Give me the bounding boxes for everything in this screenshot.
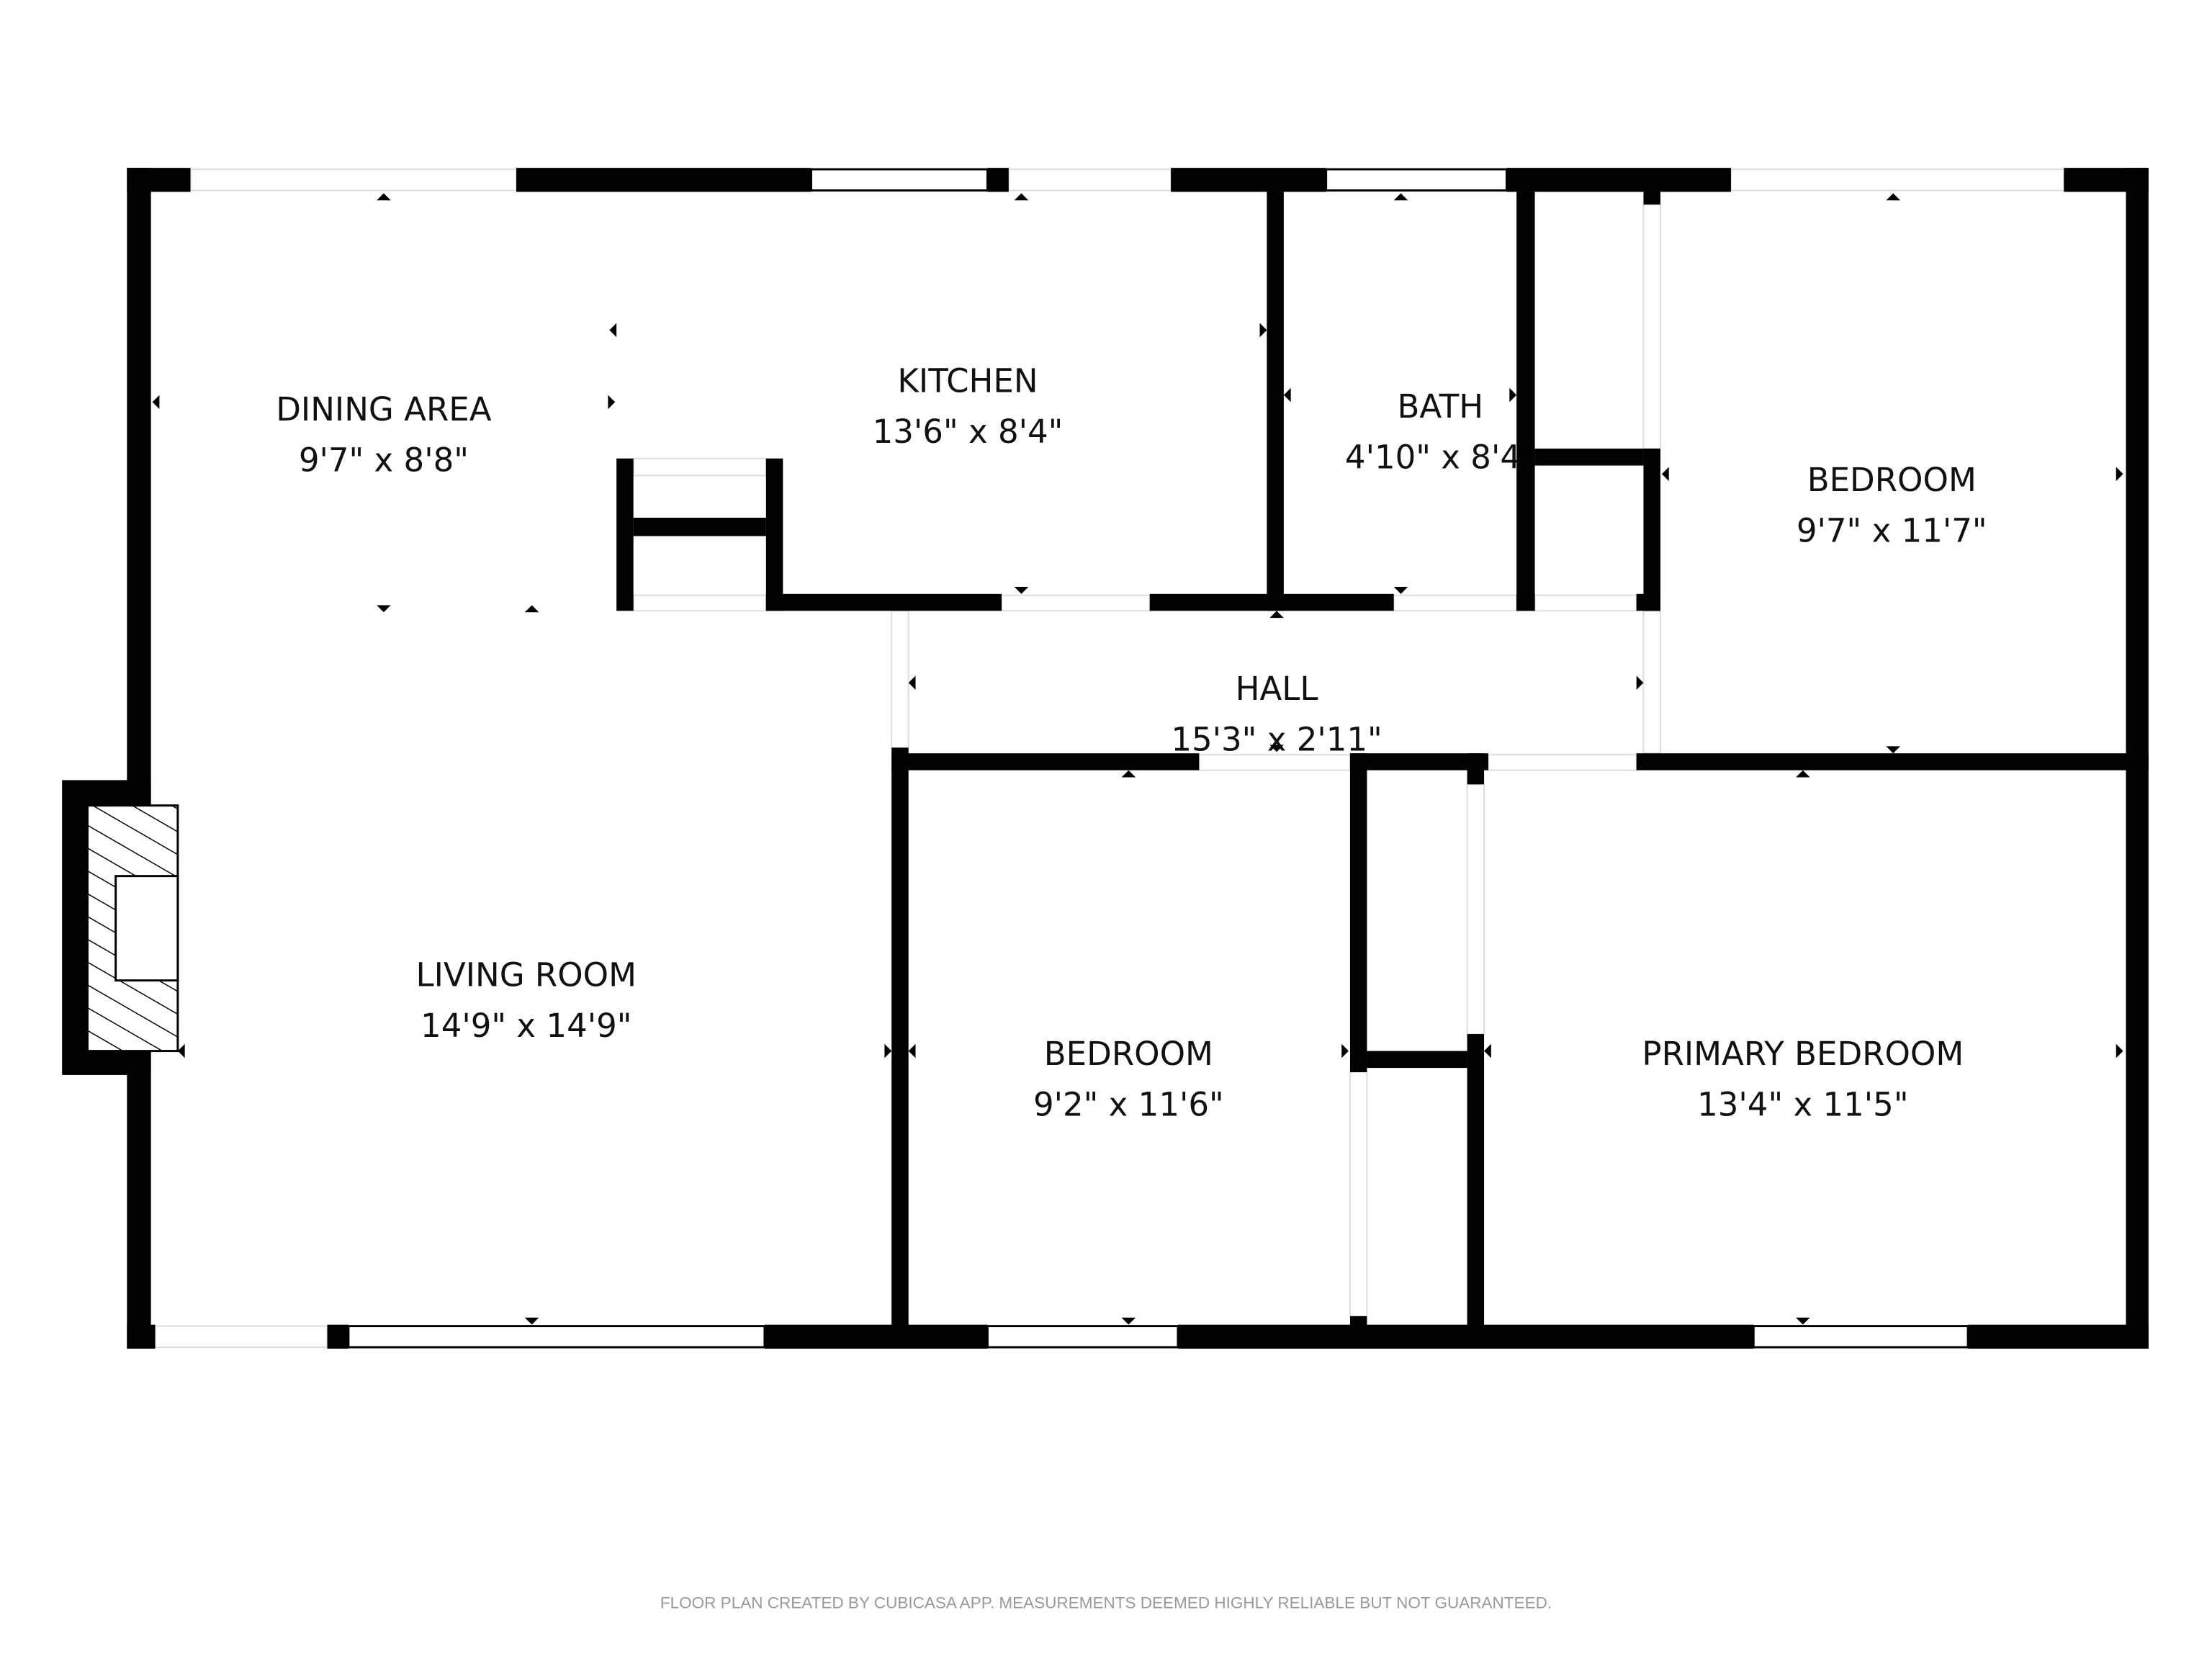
room-name-dining-area: DINING AREA [276, 390, 491, 428]
room-name-bath: BATH [1398, 387, 1484, 426]
room-name-primary-bedroom: PRIMARY BEDROOM [1642, 1035, 1964, 1073]
disclaimer-footer: FLOOR PLAN CREATED BY CUBICASA APP. MEAS… [660, 1593, 1552, 1611]
windows [347, 168, 1969, 1349]
walls [127, 168, 2149, 1349]
room-name-bedroom-1: BEDROOM [1807, 461, 1977, 499]
room-size-bath: 4'10" x 8'4" [1345, 438, 1536, 476]
fireplace [62, 780, 179, 1075]
room-name-living-room: LIVING ROOM [416, 956, 637, 994]
room-size-kitchen: 13'6" x 8'4" [873, 413, 1064, 451]
room-name-kitchen: KITCHEN [897, 362, 1038, 400]
window [986, 1325, 1179, 1349]
room-size-bedroom-1: 9'7" x 11'7" [1797, 511, 1987, 549]
window [347, 1325, 766, 1349]
room-name-bedroom-2: BEDROOM [1044, 1035, 1213, 1073]
room-size-bedroom-2: 9'2" x 11'6" [1033, 1086, 1224, 1124]
window [1325, 168, 1508, 192]
room-size-dining-area: 9'7" x 8'8" [299, 441, 469, 479]
room-labels: DINING AREA 9'7" x 8'8" KITCHEN 13'6" x … [276, 362, 1987, 1124]
room-size-hall: 15'3" x 2'11" [1171, 720, 1382, 758]
openings [154, 168, 2065, 1348]
window [1752, 1325, 1969, 1349]
room-name-hall: HALL [1236, 670, 1318, 708]
window [810, 168, 989, 192]
room-size-primary-bedroom: 13'4" x 11'5" [1697, 1086, 1908, 1124]
room-size-living-room: 14'9" x 14'9" [421, 1007, 631, 1045]
